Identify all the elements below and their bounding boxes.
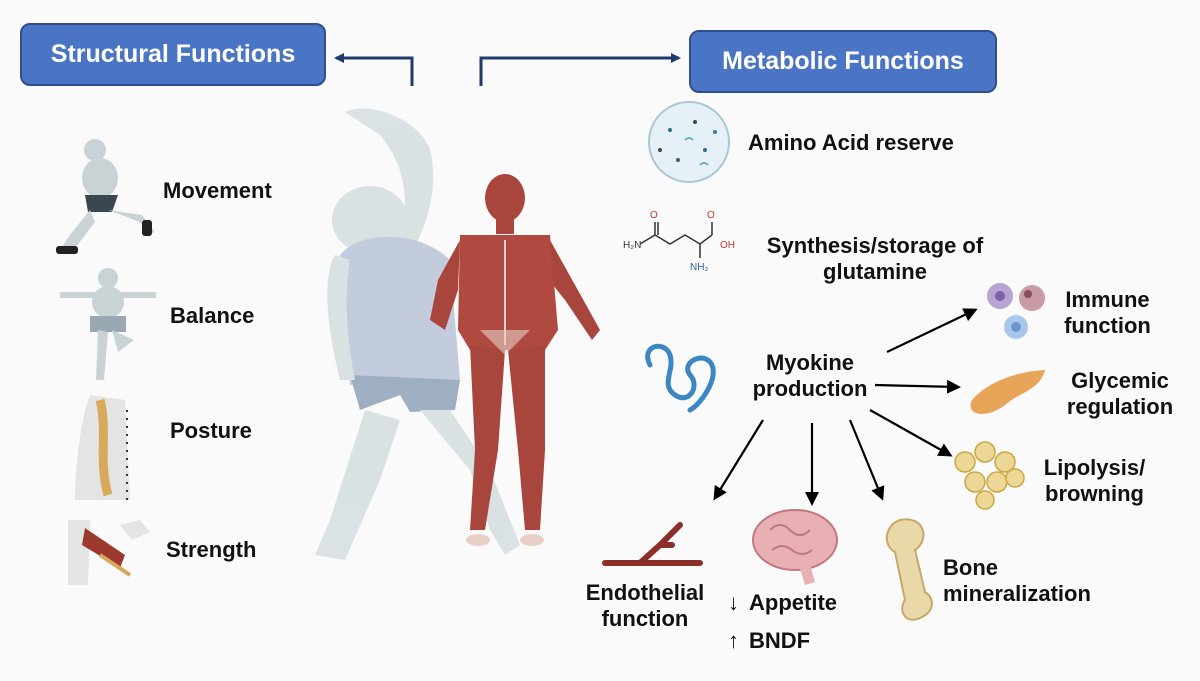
glycemic-label-line2: regulation [1066, 394, 1174, 420]
running-person-icon [56, 139, 155, 254]
immune-label-line2: function [1064, 313, 1151, 339]
bndf-text: BNDF [749, 628, 811, 653]
balance-label: Balance [170, 303, 255, 328]
balance-person-icon [60, 268, 156, 380]
bndf-up-label: ↑ BNDF [728, 628, 810, 654]
lipolysis-label-line2: browning [1045, 481, 1144, 507]
lipolysis-label-line1: Lipolysis/ [1043, 455, 1146, 480]
muscle-anatomy-figure [430, 174, 600, 546]
endothelial-function-label: Endothelial function [570, 580, 720, 633]
glutamine-label-line2: glutamine [823, 259, 927, 285]
appetite-down-label: ↓ Appetite [728, 590, 837, 616]
posture-spine-icon [75, 395, 130, 500]
connector-to-structural [334, 53, 414, 86]
structural-functions-header: Structural Functions [20, 23, 326, 86]
arrow-to-endothelial [713, 419, 764, 501]
up-arrow-glyph: ↑ [728, 628, 739, 653]
molecule-oh: OH [720, 240, 735, 251]
arrow-to-immune [886, 308, 978, 353]
adipose-tissue-icon [954, 441, 1025, 510]
arrow-to-bone [848, 419, 885, 501]
glycemic-label-line1: Glycemic [1071, 368, 1169, 393]
myokine-arrows [713, 308, 978, 506]
endothelial-label-line1: Endothelial [585, 580, 705, 605]
amino-acid-dish-icon [648, 101, 730, 183]
pancreas-icon [970, 370, 1045, 415]
molecule-o2: O [707, 210, 715, 221]
myokine-label-line1: Myokine [765, 350, 855, 375]
myokine-protein-icon [645, 343, 716, 413]
glutamine-label-line1: Synthesis/storage of [766, 233, 984, 258]
glycemic-regulation-label: Glycemic regulation [1055, 368, 1185, 421]
bone-label-line2: mineralization [943, 581, 1091, 607]
blood-vessel-icon [602, 522, 703, 566]
molecule-o1: O [650, 210, 658, 221]
myokine-label-line2: production [752, 376, 868, 402]
endothelial-label-line2: function [601, 606, 689, 632]
bone-mineralization-label: Bone mineralization [943, 555, 1091, 608]
movement-label: Movement [163, 178, 272, 203]
metabolic-functions-header: Metabolic Functions [689, 30, 997, 93]
appetite-text: Appetite [749, 590, 837, 615]
stretching-person-figure [315, 108, 520, 560]
immune-cells-icon [987, 283, 1045, 339]
lipolysis-browning-label: Lipolysis/ browning [1032, 455, 1157, 508]
molecule-nh2-bottom: NH₂ [690, 262, 709, 273]
strength-label: Strength [166, 537, 257, 562]
brain-icon [752, 509, 838, 585]
bone-icon [885, 518, 933, 621]
molecule-nh2-left: H₂N [623, 240, 642, 251]
strength-arm-icon [68, 520, 150, 585]
immune-label-line1: Immune [1065, 287, 1150, 312]
amino-acid-label: Amino Acid reserve [748, 130, 954, 155]
glutamine-molecule-icon [639, 222, 713, 258]
arrow-to-glycemic [874, 379, 961, 394]
glutamine-label: Synthesis/storage of glutamine [745, 233, 1005, 286]
immune-function-label: Immune function [1050, 287, 1165, 340]
connector-to-metabolic [479, 53, 681, 86]
posture-label: Posture [170, 418, 252, 443]
bone-label-line1: Bone [943, 555, 998, 580]
arrow-to-lipolysis [869, 409, 953, 457]
down-arrow-glyph: ↓ [728, 590, 739, 615]
myokine-production-label: Myokine production [740, 350, 880, 403]
